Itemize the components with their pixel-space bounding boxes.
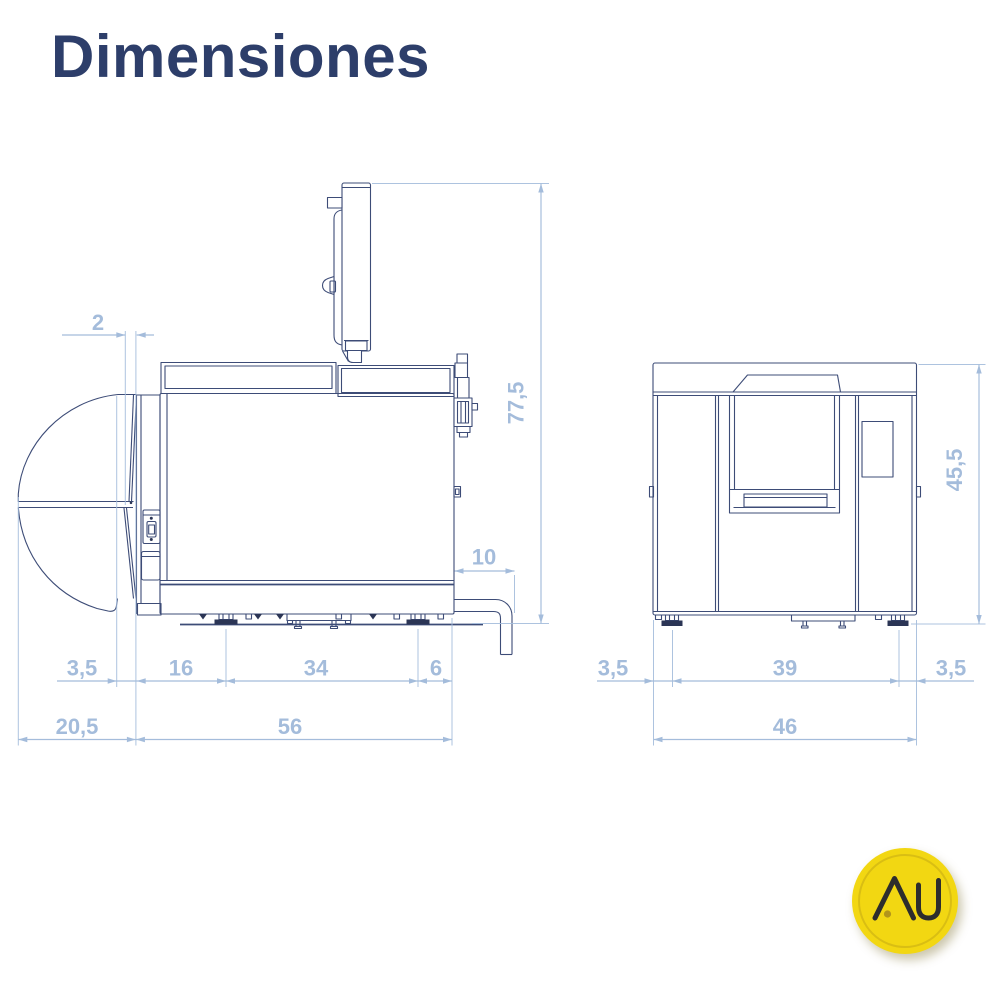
brand-logo: AU bbox=[852, 848, 958, 954]
left-foot-bolt bbox=[218, 613, 234, 621]
rear-latch bbox=[453, 353, 479, 438]
side-view-dimensions: 2 77,5 10 3,5 16 34 6 bbox=[17, 183, 549, 746]
service-hatch bbox=[140, 550, 161, 581]
base-and-feet-front bbox=[654, 614, 909, 629]
right-foot-pad bbox=[406, 619, 430, 625]
door-handle bbox=[743, 493, 828, 508]
dim-label-front-row1-b: 39 bbox=[773, 656, 797, 681]
page-title: Dimensiones bbox=[51, 23, 430, 90]
panel-tab bbox=[326, 196, 343, 209]
front-foot-block bbox=[136, 602, 162, 616]
chamber-door-front bbox=[728, 394, 841, 514]
control-panel-front bbox=[861, 420, 894, 478]
dim-label-row1-a: 3,5 bbox=[67, 656, 98, 681]
dim-label-front-row2-a: 46 bbox=[773, 714, 797, 739]
dim-label-door-gap: 2 bbox=[92, 310, 104, 335]
dim-label-body-height: 45,5 bbox=[942, 449, 967, 492]
door-hinge-dot bbox=[129, 501, 133, 505]
connector-box bbox=[142, 509, 161, 545]
top-cover-front bbox=[732, 374, 842, 393]
dim-label-total-height: 77,5 bbox=[504, 382, 529, 425]
front-view bbox=[648, 362, 922, 629]
right-side-clip bbox=[915, 485, 922, 498]
side-clip bbox=[453, 485, 462, 498]
dim-label-front-row1-c: 3,5 bbox=[936, 656, 967, 681]
logo-dot bbox=[883, 910, 892, 918]
dim-label-row2-b: 56 bbox=[278, 714, 302, 739]
front-right-foot-pad bbox=[887, 620, 909, 626]
front-left-foot-pad bbox=[661, 620, 683, 626]
dim-label-row1-d: 6 bbox=[430, 656, 442, 681]
dim-label-row1-b: 16 bbox=[169, 656, 193, 681]
front-view-dimensions: 45,5 3,5 39 3,5 46 bbox=[597, 364, 986, 746]
top-cover-right bbox=[337, 364, 455, 398]
side-view bbox=[17, 182, 513, 656]
dim-label-drain-offset: 10 bbox=[472, 545, 496, 570]
right-foot-bolt bbox=[410, 613, 426, 621]
machine-body-side bbox=[159, 361, 462, 615]
dim-label-row1-c: 34 bbox=[304, 656, 329, 681]
base-tray-front bbox=[790, 615, 856, 622]
dim-label-row2-a: 20,5 bbox=[56, 714, 99, 739]
left-side-clip bbox=[648, 485, 655, 498]
front-frame bbox=[135, 394, 162, 616]
base-and-feet-side bbox=[180, 613, 483, 630]
left-foot-pad bbox=[214, 619, 238, 625]
logo-letter-a bbox=[872, 876, 916, 921]
drain-pipe bbox=[454, 598, 513, 656]
panel-neck bbox=[346, 349, 363, 364]
autoclave-door-open bbox=[17, 393, 138, 612]
logo-monogram-au: AU bbox=[872, 876, 941, 921]
logo-ring bbox=[858, 854, 952, 948]
logo-letter-u bbox=[916, 878, 941, 921]
dim-label-front-row1-a: 3,5 bbox=[598, 656, 629, 681]
display-panel-raised bbox=[321, 182, 372, 364]
top-cover-left bbox=[160, 361, 337, 395]
base-tray bbox=[286, 614, 352, 622]
